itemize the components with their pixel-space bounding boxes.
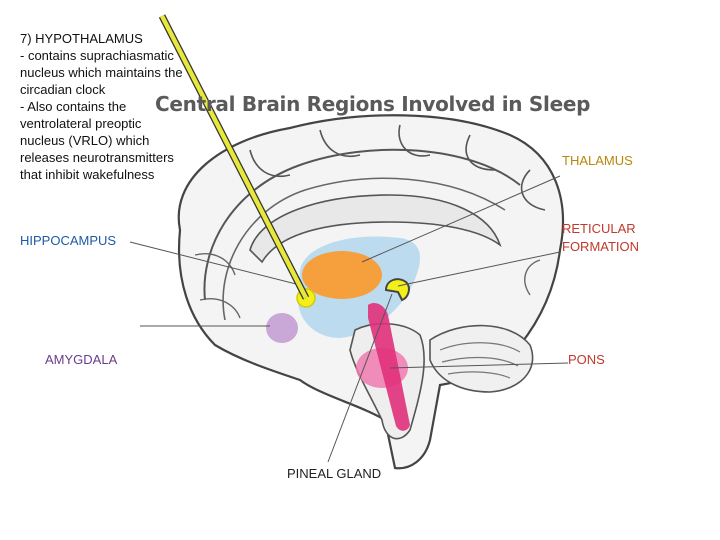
reticular-leader-line (397, 251, 561, 287)
hippocampus-label: HIPPOCAMPUS (20, 233, 117, 248)
reticular-label-line2: FORMATION (562, 239, 640, 254)
bullet1-line: nucleus which maintains the (20, 65, 183, 80)
thalamus-label: THALAMUS (562, 153, 633, 168)
amygdala-label: AMYGDALA (45, 352, 118, 367)
corpus-callosum (249, 194, 502, 264)
pons-leader-line (389, 362, 569, 369)
pineal-leader-line (327, 293, 393, 463)
hippocampus-leader-line (129, 241, 301, 286)
bullet1-line: - contains suprachiasmatic (20, 48, 174, 63)
pineal-gland-label: PINEAL GLAND (287, 466, 382, 481)
reticular-formation (368, 303, 410, 431)
bullet2-line: releases neurotransmitters (20, 150, 174, 165)
bullet2-line: that inhibit wakefulness (20, 167, 155, 182)
pons-label: PONS (568, 352, 605, 367)
reticular-formation-label: RETICULAR FORMATION (562, 220, 639, 256)
bullet2-line: nucleus (VRLO) which (20, 133, 150, 148)
diagram-title: Central Brain Regions Involved in Sleep (155, 92, 591, 116)
amygdala-region (266, 313, 298, 343)
bullet2-line: ventrolateral preoptic (20, 116, 142, 131)
bullet2-line: - Also contains the (20, 99, 127, 114)
hypothalamus-heading: 7) HYPOTHALAMUS (20, 31, 143, 46)
bullet1-line: circadian clock (20, 82, 106, 97)
thalamus-leader-line (361, 175, 561, 263)
thalamus-region (302, 251, 382, 299)
hypothalamus-description: 7) HYPOTHALAMUS - contains suprachiasmat… (20, 30, 220, 183)
cerebellum (429, 324, 534, 393)
reticular-label-line1: RETICULAR (562, 221, 636, 236)
